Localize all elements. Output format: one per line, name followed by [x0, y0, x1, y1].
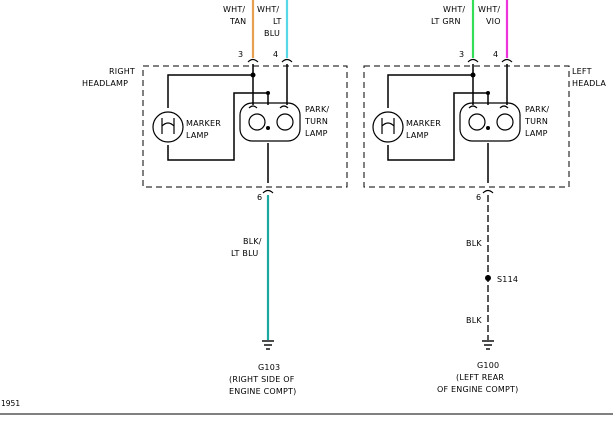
right-marker-lamp-bulb [152, 111, 184, 143]
left-connector-3 [467, 58, 479, 63]
left-ground-symbol [482, 340, 494, 350]
right-marker-label-1: MARKER [186, 119, 221, 128]
right-junction-dot-2 [266, 91, 270, 95]
left-headlamp-title-2: HEADLA [572, 79, 606, 88]
right-park-turn-lamp-bulb [239, 102, 301, 142]
right-headlamp-title-1: RIGHT [109, 67, 135, 76]
left-connector-4 [501, 58, 513, 63]
left-pin-4: 4 [493, 50, 498, 59]
left-wire-3-label-1: WHT/ [443, 5, 465, 14]
left-marker-lamp-bulb [372, 111, 404, 143]
left-splice-id: S114 [497, 275, 518, 284]
right-park-label-3: LAMP [305, 129, 328, 138]
right-wire-4-label-2: LT [273, 17, 282, 26]
left-marker-label-2: LAMP [406, 131, 429, 140]
right-marker-label-2: LAMP [186, 131, 209, 140]
left-ground-loc-1: (LEFT REAR [456, 373, 504, 382]
left-headlamp-housing [363, 65, 570, 188]
right-internal-wiring [167, 64, 288, 183]
left-ground-id: G100 [477, 361, 499, 370]
left-wire-4-label-1: WHT/ [478, 5, 500, 14]
right-connector-6 [262, 189, 274, 194]
left-marker-label-1: MARKER [406, 119, 441, 128]
right-ground-loc-2: ENGINE COMPT) [229, 387, 296, 396]
right-park-node [266, 126, 270, 130]
figure-number: 1951 [1, 399, 20, 408]
left-pin-6: 6 [476, 193, 481, 202]
left-headlamp-assembly: WHT/ LT GRN WHT/ VIO 3 4 LEFT HEADLA MAR… [363, 0, 606, 394]
left-wire-3-label-2: LT GRN [431, 17, 461, 26]
right-park-label-2: TURN [304, 117, 328, 126]
right-park-label-1: PARK/ [305, 105, 329, 114]
left-wire-blk-upper-label: BLK [466, 239, 482, 248]
right-ground-loc-1: (RIGHT SIDE OF [229, 375, 295, 384]
right-headlamp-housing [142, 65, 348, 188]
right-headlamp-title-2: HEADLAMP [82, 79, 128, 88]
left-wire-blk-lower-label: BLK [466, 316, 482, 325]
right-pin-6: 6 [257, 193, 262, 202]
right-headlamp-assembly: WHT/ TAN WHT/ LT BLU 3 4 RIGHT HEADLAMP [82, 0, 348, 396]
left-headlamp-title-1: LEFT [572, 67, 592, 76]
right-wire-3-label-2: TAN [229, 17, 246, 26]
right-connector-3 [247, 58, 259, 63]
left-splice-dot [485, 275, 491, 281]
left-connector-6 [482, 189, 494, 194]
left-wire-4-label-2: VIO [486, 17, 501, 26]
left-park-turn-lamp-bulb [459, 102, 521, 142]
right-pin-3: 3 [238, 50, 243, 59]
right-wire-4-label-1: WHT/ [257, 5, 279, 14]
right-ground-wire-label-1: BLK/ [243, 237, 262, 246]
right-ground-wire-label-2: LT BLU [231, 249, 258, 258]
left-pin-3: 3 [459, 50, 464, 59]
left-junction-dot [470, 72, 476, 78]
right-pin-4: 4 [273, 50, 278, 59]
left-ground-loc-2: OF ENGINE COMPT) [437, 385, 518, 394]
right-junction-dot [250, 72, 256, 78]
right-wire-3-label-1: WHT/ [223, 5, 245, 14]
left-park-label-1: PARK/ [525, 105, 549, 114]
right-connector-4 [281, 58, 293, 63]
left-junction-dot-2 [486, 91, 490, 95]
left-park-node [486, 126, 490, 130]
right-ground-id: G103 [258, 363, 280, 372]
right-wire-4-label-3: BLU [264, 29, 280, 38]
right-ground-symbol [262, 340, 274, 350]
left-park-label-3: LAMP [525, 129, 548, 138]
left-park-label-2: TURN [524, 117, 548, 126]
